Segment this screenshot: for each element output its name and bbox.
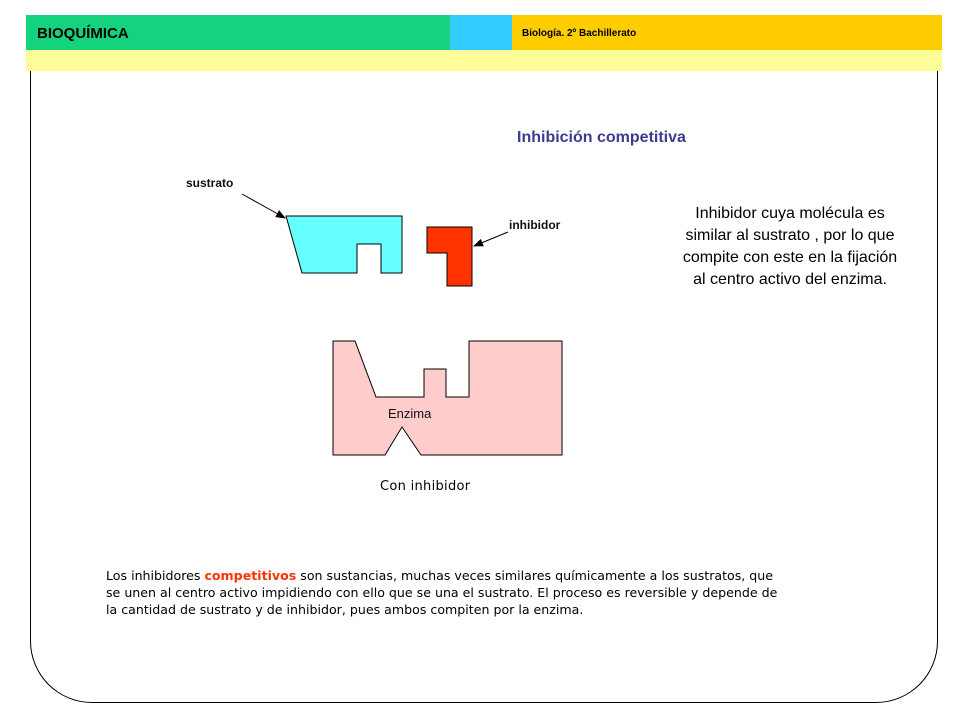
inhibitor-shape: [426, 226, 473, 287]
substrate-arrow: [241, 193, 286, 219]
header-bar-pale: [26, 50, 942, 71]
course-label: Biología. 2º Bachillerato: [522, 28, 637, 39]
body-rest: son sustancias, muchas veces similares q…: [106, 568, 778, 617]
header-bar-gold: [512, 15, 942, 50]
inhibitor-arrow: [473, 231, 509, 247]
inhibitor-label: inhibidor: [509, 218, 561, 232]
substrate-shape: [285, 215, 403, 274]
header-bar-green: [26, 15, 450, 50]
body-paragraph: Los inhibidores competitivos son sustanc…: [106, 567, 786, 618]
substrate-label: sustrato: [186, 176, 234, 190]
subject-title: BIOQUÍMICA: [37, 25, 129, 42]
content-frame: [30, 71, 938, 703]
highlight-competitivos: competitivos: [204, 568, 297, 583]
header-bar-cyan: [450, 15, 512, 50]
enzyme-shape: [332, 340, 563, 456]
slide-title: Inhibición competitiva: [517, 129, 686, 146]
body-intro: Los inhibidores: [106, 568, 205, 583]
inhibitor-description: Inhibidor cuya molécula es similar al su…: [682, 205, 898, 288]
enzyme-label: Enzima: [388, 406, 432, 421]
diagram-caption: Con inhibidor: [380, 479, 471, 494]
